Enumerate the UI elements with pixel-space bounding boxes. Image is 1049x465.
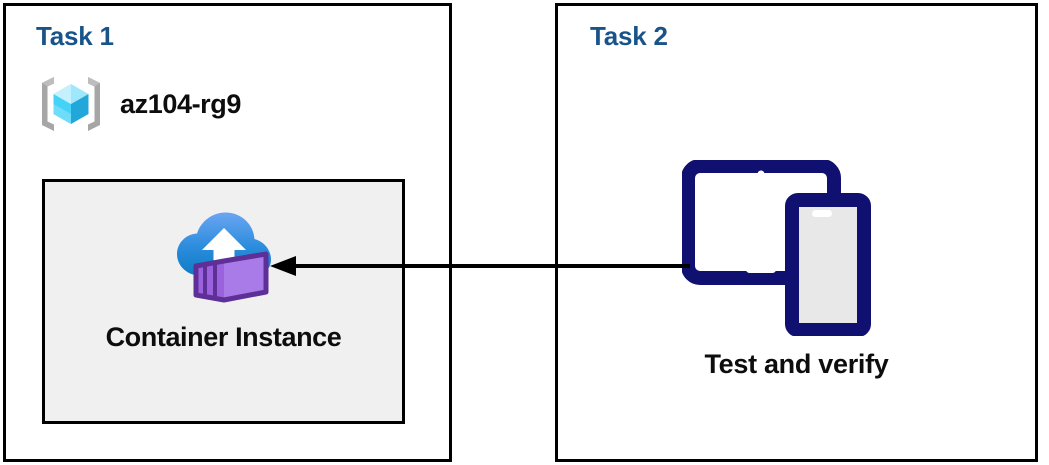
resource-group-row: az104-rg9	[36, 69, 241, 139]
panel-task-1: Task 1 az104-rg9	[3, 3, 452, 462]
container-instance-label: Container Instance	[105, 322, 342, 352]
panel-task-2-title: Task 2	[590, 21, 668, 51]
devices-tablet-phone-icon	[682, 160, 871, 336]
resource-group-label: az104-rg9	[120, 88, 241, 119]
panel-task-1-title: Task 1	[36, 21, 114, 51]
azure-container-instance-icon	[176, 212, 271, 303]
container-instance-box: Container Instance	[42, 179, 405, 424]
test-and-verify-label: Test and verify	[704, 349, 889, 379]
azure-resource-group-icon	[42, 77, 100, 131]
